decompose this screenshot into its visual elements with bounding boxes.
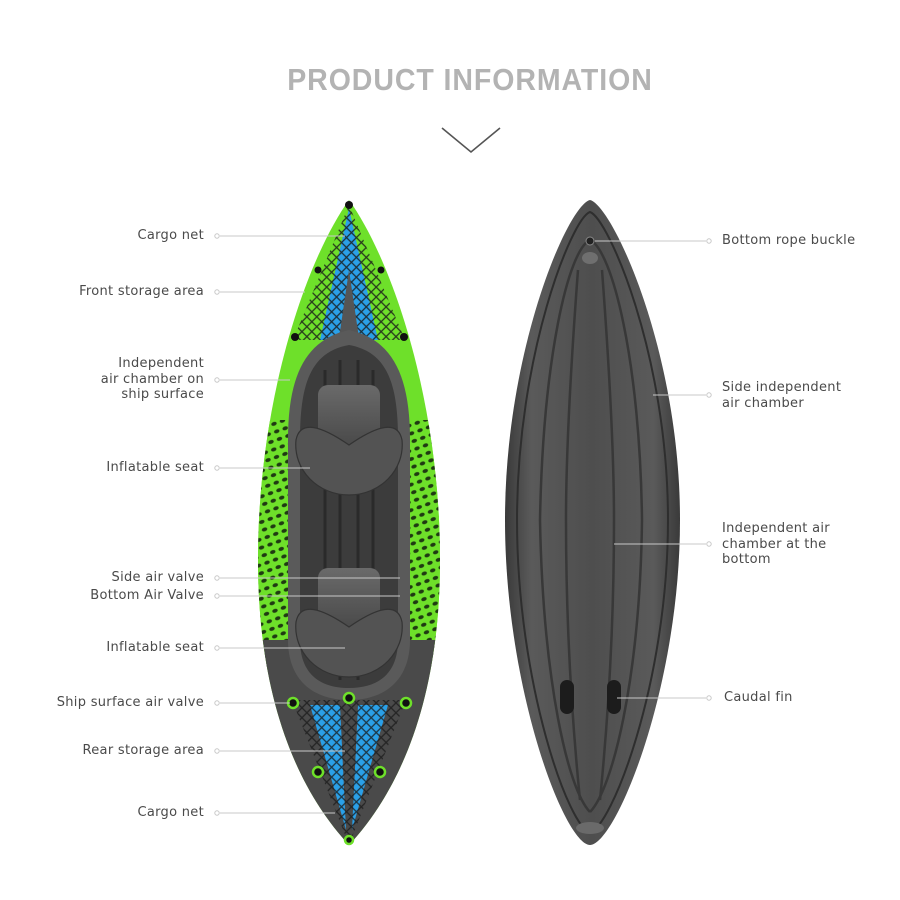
callout-front-storage-area: Front storage area (79, 284, 204, 299)
chevron-down-icon (441, 127, 501, 154)
callout-caudal-fin: Caudal fin (724, 690, 793, 705)
callout-bottom-rope-buckle: Bottom rope buckle (722, 233, 856, 248)
callout-independent-air-chamber-surface: Independent air chamber on ship surface (100, 356, 204, 402)
callout-independent-air-chamber-bottom: Independent air chamber at the bottom (722, 521, 830, 567)
callout-cargo-net-front: Cargo net (137, 228, 204, 243)
callout-side-air-valve: Side air valve (111, 570, 204, 585)
callout-side-independent-air-chamber: Side independent air chamber (722, 380, 842, 411)
callout-cargo-net-rear: Cargo net (137, 805, 204, 820)
callout-rear-storage-area: Rear storage area (82, 743, 204, 758)
callout-ship-surface-air-valve: Ship surface air valve (56, 695, 204, 710)
callout-inflatable-seat-front: Inflatable seat (106, 460, 204, 475)
callout-inflatable-seat-rear: Inflatable seat (106, 640, 204, 655)
leader-lines-right (595, 238, 712, 701)
leader-lines-left (214, 233, 400, 816)
page-title: PRODUCT INFORMATION (287, 62, 653, 97)
kayak-bottom-view (505, 200, 680, 845)
callout-bottom-air-valve: Bottom Air Valve (90, 588, 204, 603)
kayak-top-view (258, 200, 440, 846)
